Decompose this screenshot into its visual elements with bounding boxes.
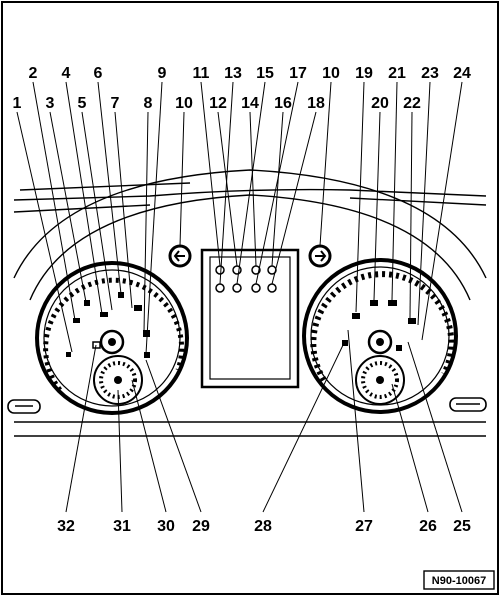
callout-16: 16 (274, 95, 292, 112)
callout-29: 29 (192, 518, 210, 535)
callout-row-bottom: 32 31 30 29 28 27 26 25 (57, 518, 471, 535)
callout-20: 20 (371, 95, 389, 112)
callout-13: 13 (224, 65, 242, 82)
callout-row-2: 1 3 5 7 8 10 12 14 16 18 20 22 (13, 95, 421, 112)
callout-27: 27 (355, 518, 373, 535)
callout-24: 24 (453, 65, 471, 82)
turn-signal-left-icon (168, 244, 192, 268)
speedo-hub (99, 329, 125, 355)
callout-row-1: 2 4 6 9 11 13 15 17 10 19 21 23 24 (29, 65, 471, 82)
callout-26: 26 (419, 518, 437, 535)
callout-10a: 10 (175, 95, 193, 112)
callout-14: 14 (241, 95, 259, 112)
callout-30: 30 (157, 518, 175, 535)
callout-10b: 10 (322, 65, 340, 82)
central-display (200, 248, 300, 389)
left-trip-button-icon (7, 399, 41, 414)
callout-7: 7 (111, 95, 120, 112)
callout-25: 25 (453, 518, 471, 535)
callout-32: 32 (57, 518, 75, 535)
turn-signal-right-icon (308, 244, 332, 268)
reference-code: N90-10067 (432, 575, 486, 587)
right-clock-button-icon (449, 397, 487, 412)
right-gauge-cluster (302, 258, 458, 414)
callout-2: 2 (29, 65, 38, 82)
callout-21: 21 (388, 65, 406, 82)
leader-lines (16, 81, 463, 513)
callout-9: 9 (158, 65, 167, 82)
callout-17: 17 (289, 65, 307, 82)
callout-19: 19 (355, 65, 373, 82)
callout-18: 18 (307, 95, 325, 112)
callout-4: 4 (62, 65, 71, 82)
left-gauge-cluster (35, 261, 189, 415)
callout-28: 28 (254, 518, 272, 535)
lower-dash (7, 397, 487, 437)
callout-23: 23 (421, 65, 439, 82)
callout-3: 3 (46, 95, 55, 112)
callout-12: 12 (209, 95, 227, 112)
callout-31: 31 (113, 518, 131, 535)
callout-6: 6 (94, 65, 103, 82)
reference-code-box: N90-10067 (423, 570, 495, 590)
callout-8: 8 (144, 95, 153, 112)
callout-11: 11 (193, 65, 210, 82)
callout-15: 15 (256, 65, 274, 82)
callout-5: 5 (78, 95, 87, 112)
callout-1: 1 (13, 95, 22, 112)
tacho-hub (367, 329, 393, 355)
callout-22: 22 (403, 95, 421, 112)
